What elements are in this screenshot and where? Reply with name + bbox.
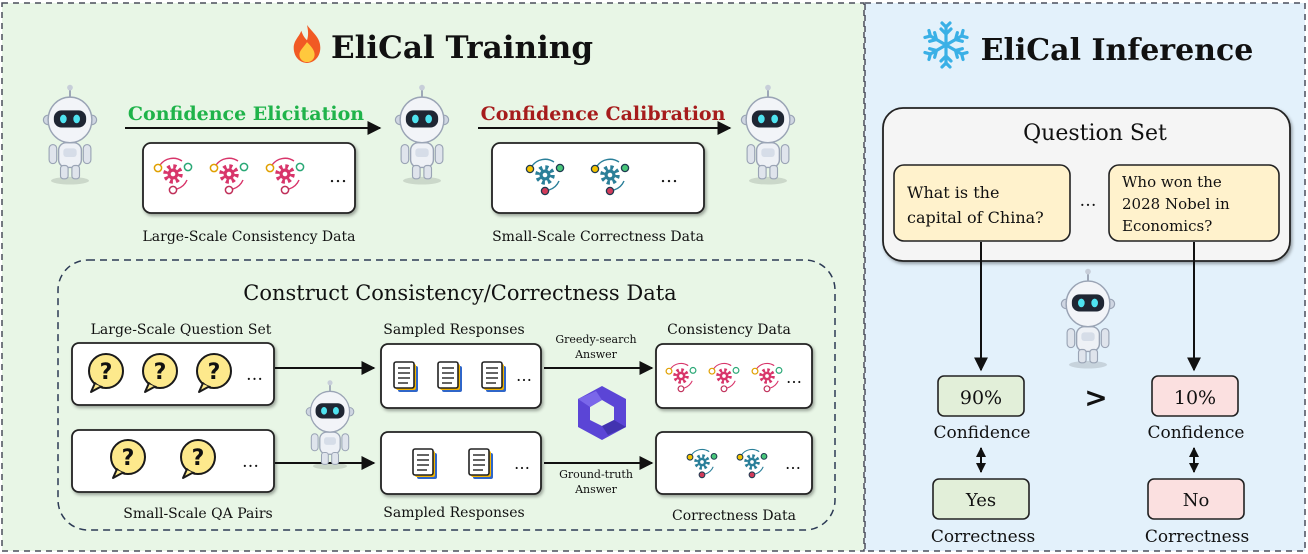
sampled-responses-bottom-label: Sampled Responses	[383, 505, 524, 521]
question-mark: ?	[154, 360, 167, 385]
ground-truth-label: Ground-truth	[559, 468, 633, 481]
right-correctness-label: Correctness	[1145, 527, 1249, 547]
ground-truth-answer-label: Answer	[574, 483, 618, 496]
consistency-data-box	[655, 343, 813, 409]
document-stack-icon	[468, 448, 494, 480]
question-mark: ?	[208, 360, 221, 385]
ellipsis: …	[786, 368, 802, 387]
construct-data-box	[57, 259, 836, 531]
small-qa-pairs-label: Small-Scale QA Pairs	[123, 506, 272, 522]
left-confidence-box	[937, 375, 1025, 417]
ellipsis: …	[516, 366, 532, 385]
ellipsis: …	[785, 454, 801, 473]
question-right-line1: Who won the	[1122, 173, 1222, 191]
confidence-calibration-label: Confidence Calibration	[481, 103, 726, 125]
question-set-title: Question Set	[1023, 121, 1167, 146]
compare-symbol: >	[1084, 381, 1107, 414]
greedy-answer-label: Answer	[574, 348, 618, 361]
left-confidence-value: 90%	[960, 387, 1002, 409]
question-mark: ?	[122, 446, 135, 471]
ellipsis: …	[246, 365, 263, 385]
document-stack-icon	[437, 361, 463, 393]
right-confidence-box	[1151, 375, 1239, 417]
ellipsis: …	[1080, 191, 1097, 211]
construct-title: Construct Consistency/Correctness Data	[243, 281, 676, 305]
ellipsis: …	[242, 452, 259, 472]
left-correctness-label: Correctness	[931, 527, 1035, 547]
small-correctness-data-box	[491, 142, 705, 214]
greedy-search-label: Greedy-search	[555, 333, 636, 346]
ellipsis: …	[660, 166, 678, 187]
small-correctness-data-caption: Small-Scale Correctness Data	[492, 229, 704, 245]
question-mark: ?	[100, 360, 113, 385]
left-confidence-label: Confidence	[933, 423, 1030, 443]
question-left-line2: capital of China?	[907, 208, 1044, 227]
question-mark: ?	[192, 446, 205, 471]
question-right-line2: 2028 Nobel in	[1122, 195, 1230, 213]
question-card-right	[1108, 164, 1280, 242]
large-consistency-data-box	[142, 142, 356, 214]
question-left-line1: What is the	[907, 183, 999, 202]
sampled-responses-top-label: Sampled Responses	[383, 322, 524, 338]
question-card-left	[893, 164, 1071, 242]
training-title: EliCal Training	[331, 30, 593, 66]
ellipsis: …	[514, 454, 530, 473]
left-correctness-box	[932, 478, 1030, 520]
qwen-logo-icon	[578, 386, 626, 440]
document-stack-icon	[393, 361, 419, 393]
right-confidence-label: Confidence	[1147, 423, 1244, 443]
ellipsis: …	[329, 166, 347, 187]
right-confidence-value: 10%	[1174, 387, 1216, 409]
inference-title: EliCal Inference	[981, 33, 1254, 68]
correctness-data-label: Correctness Data	[672, 508, 796, 524]
question-right-line3: Economics?	[1122, 217, 1212, 235]
large-question-set-label: Large-Scale Question Set	[91, 322, 272, 338]
correctness-data-box	[655, 431, 813, 495]
right-correctness-box	[1147, 478, 1245, 520]
confidence-elicitation-label: Confidence Elicitation	[128, 103, 364, 125]
document-stack-icon	[481, 361, 507, 393]
right-correctness-value: No	[1183, 490, 1210, 511]
consistency-data-label: Consistency Data	[667, 322, 791, 338]
large-consistency-data-caption: Large-Scale Consistency Data	[143, 229, 356, 245]
document-stack-icon	[412, 448, 438, 480]
inference-panel	[864, 2, 1306, 552]
left-correctness-value: Yes	[965, 490, 996, 511]
